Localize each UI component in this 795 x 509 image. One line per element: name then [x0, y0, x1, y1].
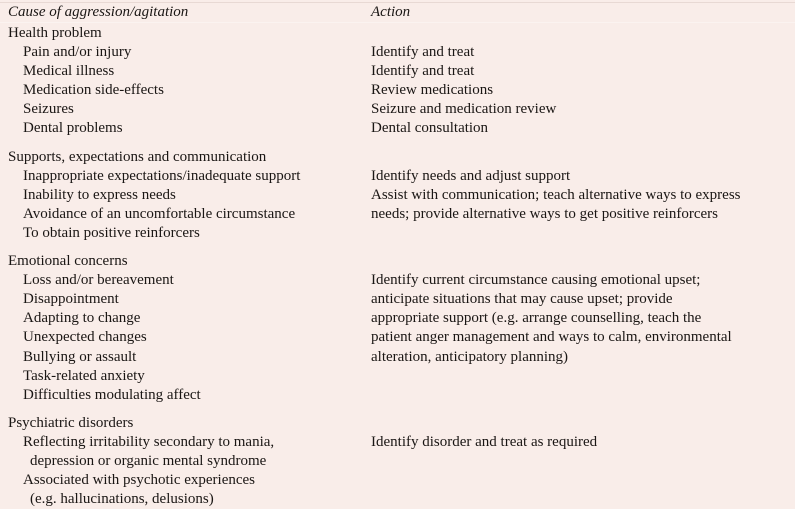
action-item: Seizure and medication review	[371, 101, 557, 118]
section-title: Psychiatric disorders	[8, 414, 134, 431]
cause-item: Disappointment	[23, 291, 119, 308]
action-item: Review medications	[371, 82, 494, 99]
section-action-column: Identify current circumstance causing em…	[371, 252, 791, 367]
action-item: Identify disorder and treat as required	[371, 433, 598, 450]
cause-item: Avoidance of an uncomfortable circumstan…	[23, 205, 296, 222]
section-cause-column: Supports, expectations and communication…	[0, 148, 365, 243]
section-spacer	[0, 405, 795, 414]
table-header-row: Cause of aggression/agitation Action	[0, 2, 795, 22]
action-item: Dental consultation	[371, 120, 489, 137]
table-section-supports-expectations-communication: Supports, expectations and communication…	[0, 148, 795, 244]
cause-item: Adapting to change	[23, 310, 141, 327]
cause-item: Difficulties modulating affect	[23, 386, 201, 403]
cause-item: Inability to express needs	[23, 186, 176, 203]
section-spacer	[0, 243, 795, 252]
column-header-action: Action	[371, 4, 411, 20]
section-spacer	[0, 139, 795, 148]
cause-item: Associated with psychotic experiences	[23, 472, 256, 489]
cause-item: Reflecting irritability secondary to man…	[23, 433, 275, 450]
action-item: patient anger management and ways to cal…	[371, 329, 732, 346]
cause-item: Dental problems	[23, 120, 123, 137]
cause-item: To obtain positive reinforcers	[23, 224, 200, 241]
action-item: anticipate situations that may cause ups…	[371, 291, 673, 308]
cause-item: Medication side-effects	[23, 82, 164, 99]
column-header-cause: Cause of aggression/agitation	[8, 4, 189, 20]
cause-item: (e.g. hallucinations, delusions)	[30, 491, 214, 508]
cause-item: depression or organic mental syndrome	[30, 453, 267, 470]
cause-item: Unexpected changes	[23, 329, 147, 346]
action-item: alteration, anticipatory planning)	[371, 348, 569, 365]
action-item: Identify and treat	[371, 44, 475, 61]
action-item: Identify needs and adjust support	[371, 167, 571, 184]
action-item: Identify current circumstance causing em…	[371, 272, 701, 289]
cause-item: Loss and/or bereavement	[23, 272, 174, 289]
section-title: Supports, expectations and communication	[8, 148, 267, 165]
section-title: Health problem	[8, 25, 102, 41]
section-action-column: Identify disorder and treat as required	[371, 414, 791, 452]
action-item: Identify and treat	[371, 63, 475, 80]
section-title: Emotional concerns	[8, 253, 128, 270]
cause-item: Medical illness	[23, 63, 115, 80]
table-top-rule	[0, 2, 795, 3]
action-item: Assist with communication; teach alterna…	[371, 186, 741, 203]
cause-item: Bullying or assault	[23, 348, 137, 365]
action-item: appropriate support (e.g. arrange counse…	[371, 310, 702, 327]
cause-item: Inappropriate expectations/inadequate su…	[23, 167, 301, 184]
action-item: needs; provide alternative ways to get p…	[371, 205, 718, 222]
cause-item: Pain and/or injury	[23, 44, 132, 61]
cause-item: Seizures	[23, 101, 74, 118]
cause-item: Task-related anxiety	[23, 367, 145, 384]
table-header-rule	[0, 22, 795, 23]
